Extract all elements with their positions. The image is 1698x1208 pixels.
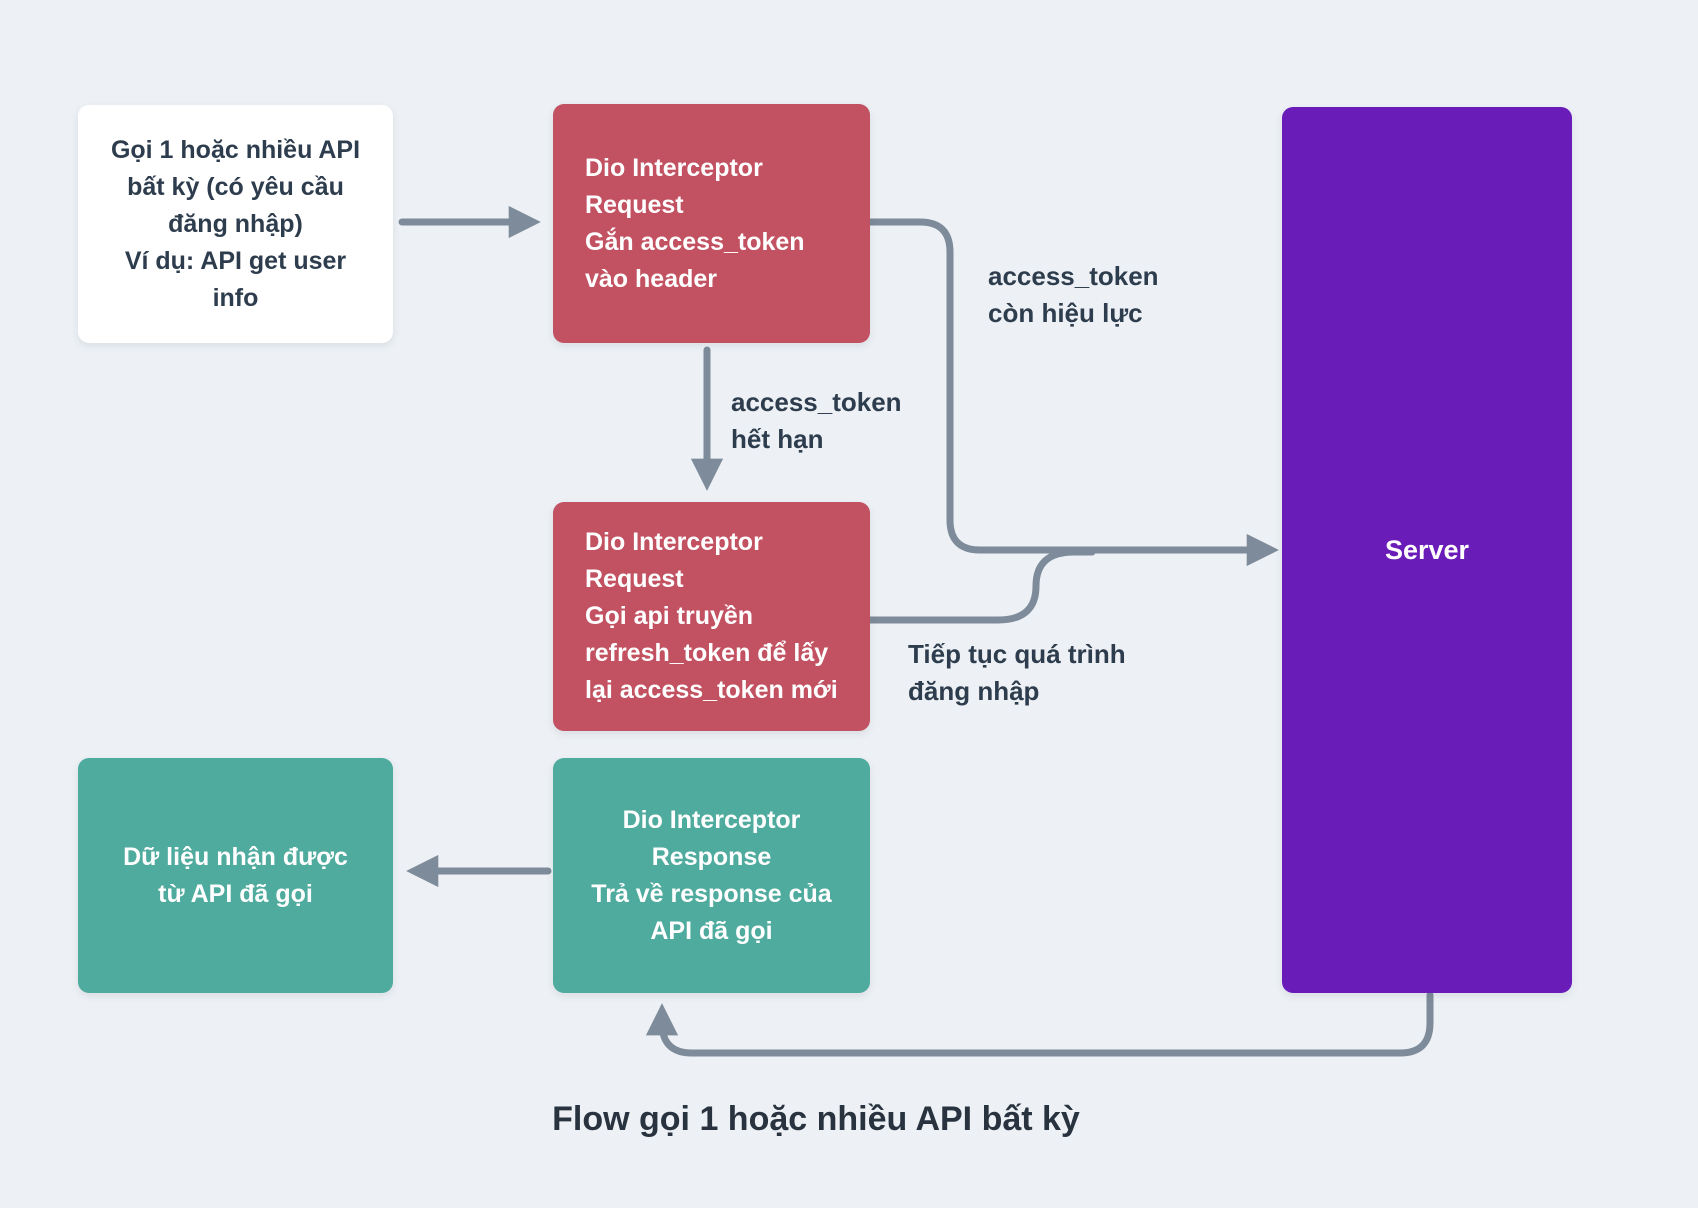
result-data-node: Dữ liệu nhận được từ API đã gọi [78, 758, 393, 993]
arrow-refresh-merge [866, 548, 1096, 624]
label-token-expired: access_token hết hạn [731, 387, 902, 454]
dio-interceptor-attach-node: Dio Interceptor Request Gắn access_token… [553, 104, 870, 343]
dio-interceptor-response-node: Dio Interceptor Response Trả về response… [553, 758, 870, 993]
server-node: Server [1282, 107, 1572, 993]
label-token-valid: access_token còn hiệu lực [988, 261, 1159, 328]
arrow-server-to-response [645, 991, 1434, 1057]
diagram-title: Flow gọi 1 hoặc nhiều API bất kỳ [552, 1100, 1080, 1138]
dio-interceptor-refresh-node: Dio Interceptor Request Gọi api truyền r… [553, 502, 870, 731]
label-continue-login: Tiếp tục quá trình đăng nhập [908, 639, 1126, 706]
start-node: Gọi 1 hoặc nhiều API bất kỳ (có yêu cầu … [78, 105, 393, 343]
